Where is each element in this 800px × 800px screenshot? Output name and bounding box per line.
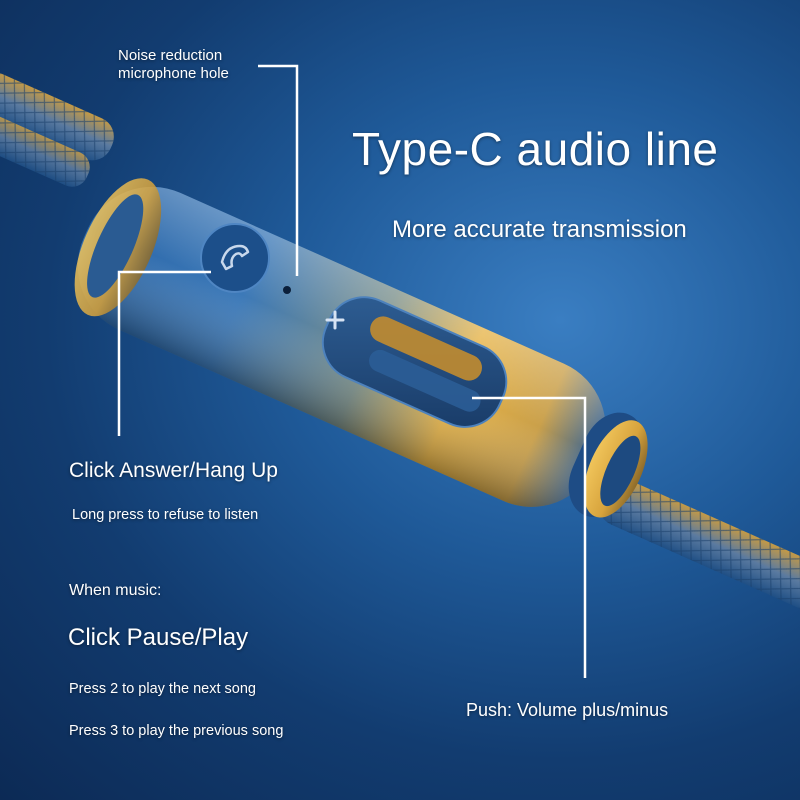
callout-lines	[117, 64, 587, 678]
call-button	[200, 223, 270, 293]
page-title: Type-C audio line	[352, 123, 719, 175]
cable-left	[0, 35, 114, 187]
previous-song-label: Press 3 to play the previous song	[69, 723, 284, 739]
volume-rocker	[321, 296, 508, 428]
volume-callout-line	[472, 396, 587, 678]
next-song-label: Press 2 to play the next song	[69, 681, 256, 697]
microphone-label-line2: microphone hole	[118, 65, 229, 82]
answer-hangup-label: Click Answer/Hang Up	[69, 459, 278, 482]
volume-label: Push: Volume plus/minus	[466, 700, 669, 720]
microphone-callout-line	[258, 64, 299, 276]
plus-icon	[325, 310, 345, 330]
pause-play-label: Click Pause/Play	[68, 624, 249, 651]
refuse-call-label: Long press to refuse to listen	[72, 507, 259, 523]
phone-icon	[220, 244, 250, 271]
page-subtitle: More accurate transmission	[392, 216, 687, 243]
microphone-hole	[283, 286, 291, 294]
microphone-hole-label: Noise reduction microphone hole	[118, 47, 258, 83]
cable-right	[598, 478, 800, 655]
answer-callout-line	[117, 270, 211, 436]
music-heading: When music:	[69, 582, 162, 599]
microphone-label-line1: Noise reduction	[118, 47, 223, 64]
